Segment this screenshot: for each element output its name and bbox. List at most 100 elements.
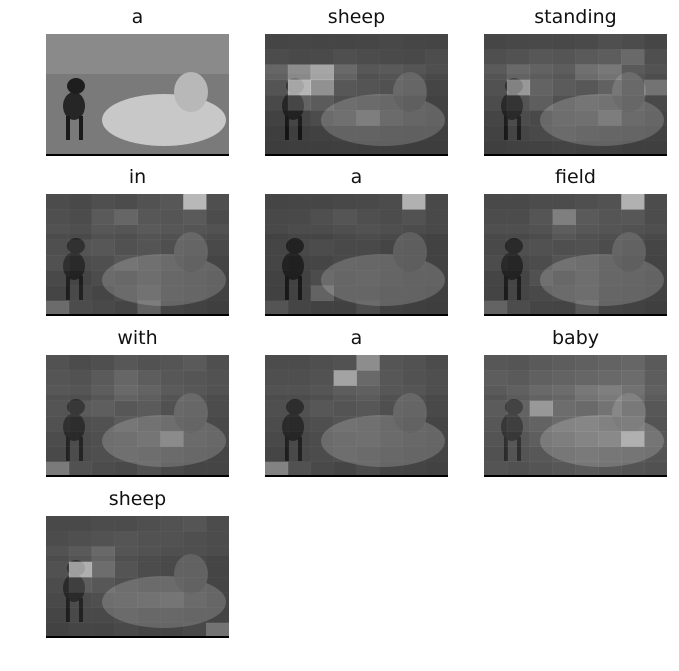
attention-cell xyxy=(506,224,531,241)
attention-cell xyxy=(287,355,312,371)
attention-cell xyxy=(265,370,289,386)
attention-cell xyxy=(506,49,531,65)
attention-cell xyxy=(310,79,334,96)
attention-cell xyxy=(506,125,531,142)
attention-cell xyxy=(137,516,161,532)
attention-cell xyxy=(552,79,576,96)
attention-cell xyxy=(114,546,138,563)
attention-cell xyxy=(137,239,161,256)
attention-cell xyxy=(379,461,403,477)
attention-cell xyxy=(575,49,599,65)
attention-cell xyxy=(621,370,645,386)
attention-cell xyxy=(529,300,553,316)
attention-cell xyxy=(183,400,207,417)
attention-cell xyxy=(46,416,70,432)
attention-cell xyxy=(68,355,93,371)
attention-cell xyxy=(265,95,289,111)
attention-cell xyxy=(160,300,184,316)
attention-cell xyxy=(310,431,334,447)
attention-cell xyxy=(379,34,403,50)
panel-word: in xyxy=(128,166,147,188)
attention-cell xyxy=(91,270,115,286)
attention-cell xyxy=(402,95,426,111)
attention-cell xyxy=(425,64,448,81)
attention-cell xyxy=(598,431,622,447)
attention-cell xyxy=(46,209,70,225)
attention-cell xyxy=(206,607,229,624)
attention-cell xyxy=(402,300,426,316)
attention-cell xyxy=(425,400,448,417)
attention-cell xyxy=(68,592,93,608)
attention-cell xyxy=(160,607,184,624)
attention-cell xyxy=(333,461,357,477)
attention-cell xyxy=(160,400,184,417)
attention-cell xyxy=(310,300,334,316)
attention-cell xyxy=(206,561,229,578)
attention-cell xyxy=(621,224,645,241)
attention-cell xyxy=(356,64,380,81)
attention-cell xyxy=(160,577,184,593)
attention-cell xyxy=(575,385,599,402)
attention-cell xyxy=(529,95,553,111)
attention-cell xyxy=(310,239,334,256)
attention-cell xyxy=(506,34,531,50)
attention-cell xyxy=(644,194,667,210)
attention-cell xyxy=(287,79,312,96)
attention-cell xyxy=(379,224,403,241)
attention-cell xyxy=(621,431,645,447)
attention-cell xyxy=(529,34,553,50)
attention-cell xyxy=(265,300,289,316)
attention-cell xyxy=(265,355,289,371)
attention-cell xyxy=(621,385,645,402)
panel-word: sheep xyxy=(108,488,167,510)
attention-cell xyxy=(287,255,312,271)
attention-cell xyxy=(287,95,312,111)
attention-map xyxy=(46,355,229,477)
attention-cell xyxy=(402,446,426,463)
attention-cell xyxy=(356,446,380,463)
attention-cell xyxy=(46,224,70,241)
attention-cell xyxy=(402,355,426,371)
attention-cell xyxy=(137,446,161,463)
attention-cell xyxy=(68,300,93,316)
attention-cell xyxy=(68,431,93,447)
attention-cell xyxy=(287,209,312,225)
attention-cell xyxy=(621,110,645,126)
attention-cell xyxy=(160,385,184,402)
attention-cell xyxy=(484,270,508,286)
attention-cell xyxy=(552,400,576,417)
attention-cell xyxy=(621,34,645,50)
attention-cell xyxy=(425,461,448,477)
attention-cell xyxy=(356,431,380,447)
attention-cell xyxy=(137,622,161,638)
panel-word: field xyxy=(555,166,596,188)
attention-cell xyxy=(484,34,508,50)
attention-cell xyxy=(137,546,161,563)
attention-cell xyxy=(598,140,622,156)
attention-cell xyxy=(356,239,380,256)
attention-cell xyxy=(425,416,448,432)
attention-cell xyxy=(160,592,184,608)
attention-cell xyxy=(484,285,508,302)
attention-cell xyxy=(379,385,403,402)
attention-cell xyxy=(575,431,599,447)
attention-cell xyxy=(333,140,357,156)
attention-cell xyxy=(484,385,508,402)
attention-cell xyxy=(68,209,93,225)
attention-cell xyxy=(114,209,138,225)
attention-cell xyxy=(506,209,531,225)
attention-cell xyxy=(575,370,599,386)
attention-cell xyxy=(506,270,531,286)
attention-cell xyxy=(552,239,576,256)
attention-cell xyxy=(46,622,70,638)
attention-cell xyxy=(598,285,622,302)
attention-cell xyxy=(356,49,380,65)
attention-cell xyxy=(137,431,161,447)
attention-cell xyxy=(114,446,138,463)
attention-cell xyxy=(379,446,403,463)
attention-cell xyxy=(160,239,184,256)
attention-cell xyxy=(598,355,622,371)
far-field xyxy=(46,34,229,74)
attention-cell xyxy=(310,461,334,477)
attention-cell xyxy=(425,224,448,241)
